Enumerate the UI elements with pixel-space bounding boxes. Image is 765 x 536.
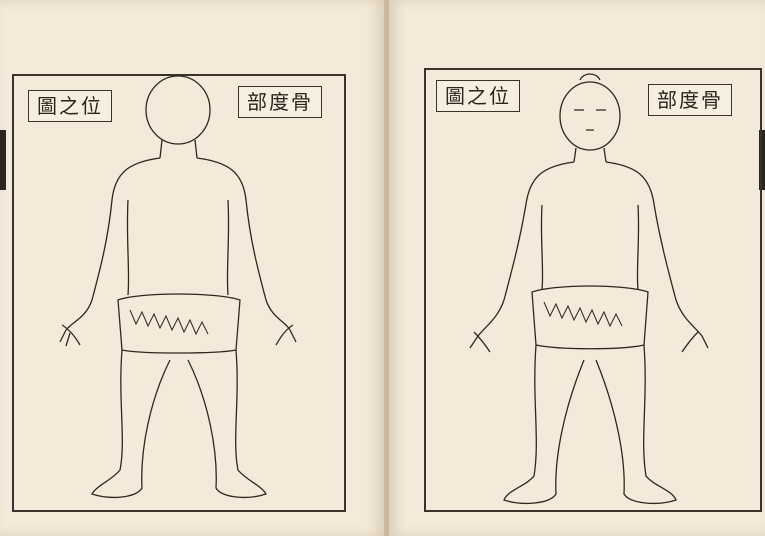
right-caption-section: 部度骨 <box>648 84 732 116</box>
front-view-figure <box>470 74 708 503</box>
right-caption-title: 圖之位 <box>436 80 520 112</box>
left-caption-title: 圖之位 <box>28 90 112 122</box>
left-caption-section: 部度骨 <box>238 86 322 118</box>
back-view-figure <box>60 76 296 497</box>
